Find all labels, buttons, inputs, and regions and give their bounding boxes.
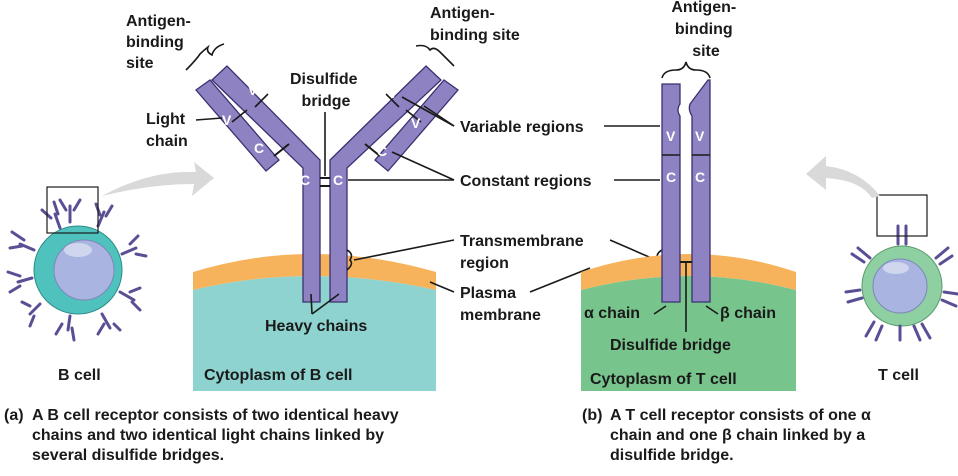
leader-line (423, 105, 455, 127)
c-region-label: C (254, 140, 264, 156)
light-chain-right (374, 79, 459, 172)
constant-regions-label: Constant regions (460, 173, 592, 190)
antigen-binding-site-label-3: Antigen- binding site (671, 0, 740, 60)
zoom-arrow-t (806, 156, 880, 198)
t-cell-illustration (844, 194, 958, 342)
leader-line (653, 305, 667, 315)
heavy-chain-left (211, 65, 321, 303)
c-region-label: C (666, 169, 676, 185)
t-cytoplasm-label: Cytoplasm of T cell (590, 371, 737, 388)
zoom-box-t (876, 194, 928, 237)
leader-line (311, 293, 340, 315)
caption-b-tag: (b) (582, 407, 603, 424)
c-region-label: C (695, 169, 705, 185)
leader-line (391, 151, 455, 181)
t-cell-label: T cell (878, 367, 919, 384)
v-region-label: V (388, 85, 398, 101)
caption-a-text: A B cell receptor consists of two identi… (32, 407, 399, 464)
leader-line (195, 117, 223, 121)
v-region-label: V (411, 115, 421, 131)
beta-chain-label: β chain (720, 305, 776, 322)
disulfide-bridge-label-bottom: Disulfide bridge (610, 337, 731, 354)
transmembrane-brace-b (346, 249, 353, 271)
antigen-binding-brace-right (415, 44, 455, 67)
caption-a: (a) A B cell receptor consists of two id… (4, 406, 564, 470)
antigen-binding-site-label-1: Antigen- binding site (126, 13, 195, 72)
disulfide-bridge-label-top: Disulfide bridge (290, 71, 362, 110)
leader-line (353, 239, 455, 261)
c-region-label: C (377, 143, 387, 159)
light-chain-label: Light chain (146, 111, 190, 150)
heavy-chain-right (329, 65, 442, 303)
antigen-binding-brace-left (185, 43, 225, 71)
antigen-binding-brace-t (661, 61, 711, 79)
t-cell-plasma-membrane (581, 254, 796, 290)
leader-line (705, 305, 719, 315)
disulfide-bridge-light (364, 143, 381, 157)
c-region-label: C (300, 172, 310, 188)
alpha-chain-label: α chain (584, 305, 640, 322)
caption-b: (b) A T cell receptor consists of one α … (582, 406, 952, 470)
b-cytoplasm-label: Cytoplasm of B cell (204, 367, 352, 384)
v-c-divider (385, 93, 400, 108)
disulfide-bridge-light (273, 143, 290, 157)
plasma-membrane-label: Plasma membrane (460, 285, 541, 324)
c-region-label: C (333, 172, 343, 188)
antigen-binding-site-label-2: Antigen- binding site (430, 5, 520, 44)
v-region-label: V (222, 112, 232, 128)
light-chain-left (195, 79, 280, 172)
caption-b-text: A T cell receptor consists of one α chai… (610, 407, 871, 464)
heavy-chains-label: Heavy chains (265, 318, 367, 335)
v-c-divider (405, 109, 422, 123)
zoom-box-b (46, 186, 99, 234)
leader-line (310, 293, 313, 315)
b-cell-illustration (6, 186, 148, 342)
variable-regions-label: Variable regions (460, 119, 584, 136)
caption-a-tag: (a) (4, 407, 24, 424)
v-region-label: V (248, 82, 258, 98)
v-region-label: V (666, 128, 676, 144)
v-c-divider (254, 93, 269, 108)
leader-line (429, 281, 455, 293)
v-c-divider (231, 109, 248, 123)
beta-chain (688, 79, 711, 303)
b-cell-cytoplasm (193, 276, 436, 391)
transmembrane-region-label: Transmembrane region (460, 233, 588, 272)
v-region-label: V (695, 128, 705, 144)
zoom-arrow-b (102, 162, 214, 196)
t-cell-cytoplasm (581, 276, 796, 391)
alpha-chain (661, 83, 681, 303)
b-cell-label: B cell (58, 367, 101, 384)
leader-line (529, 267, 591, 293)
